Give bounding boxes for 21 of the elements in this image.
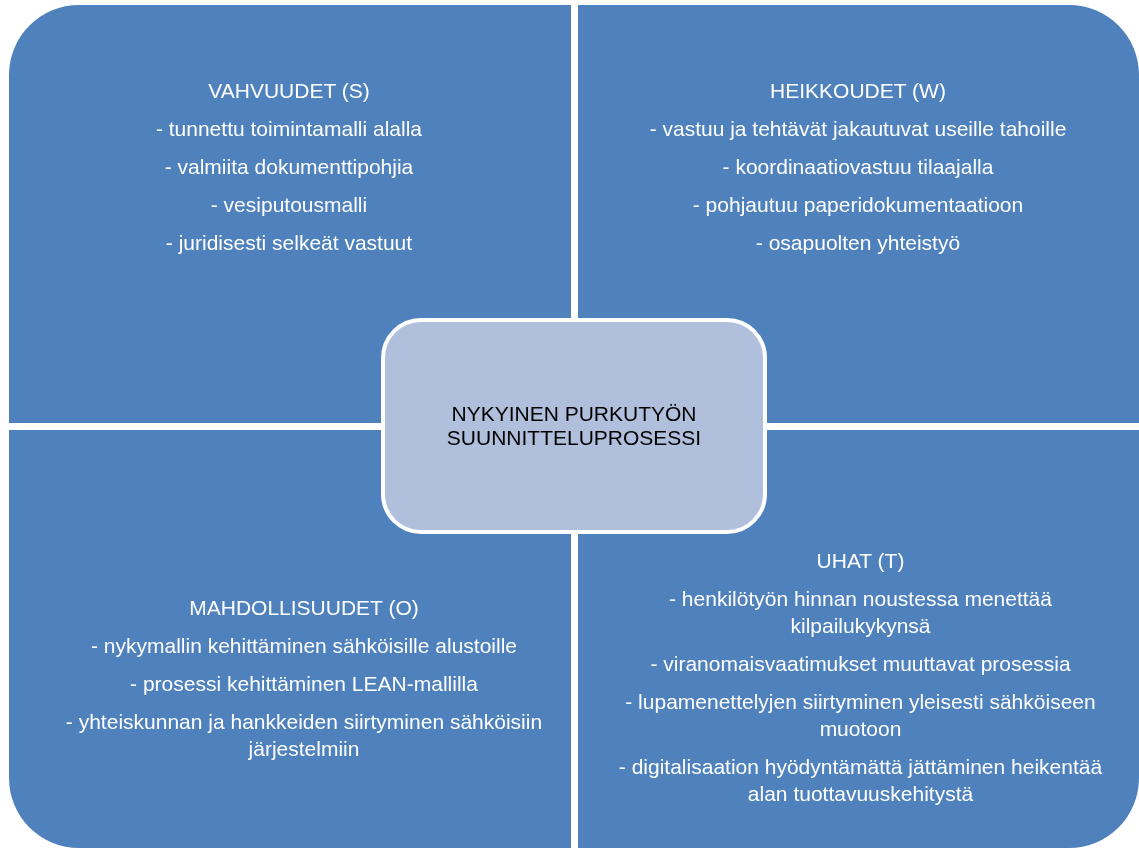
bullet-item: - henkilötyön hinnan noustessa menettää kilpailukykynsä: [668, 586, 1053, 639]
quadrant-heading: HEIKKOUDET (W): [769, 78, 947, 104]
quadrant-heading: MAHDOLLISUUDET (O): [188, 595, 420, 621]
bullet-item: - vesiputousmalli: [209, 192, 369, 218]
bullet-item: - koordinaatiovastuu tilaajalla: [721, 154, 995, 180]
bullet-item: - nykymallin kehittäminen sähköisille alustoille: [90, 633, 518, 659]
center-label: NYKYINEN PURKUTYÖN SUUNNITTELUPROSESSI: [445, 402, 703, 450]
bullet-item: - viranomaisvaatimukset muuttavat prosessia: [649, 651, 1072, 677]
bullet-item: - digitalisaation hyödyntämättä jättäminen heikentää alan tuottavuuskehitystä: [617, 754, 1104, 807]
center-box: [381, 318, 767, 534]
bullet-item: - vastuu ja tehtävät jakautuvat useille tahoille: [648, 116, 1068, 142]
bullet-item: - yhteiskunnan ja hankkeiden siirtyminen sähköisiin järjestelmiin: [64, 709, 544, 762]
bullet-item: - osapuolten yhteistyö: [754, 230, 962, 256]
quadrant-heading: VAHVUUDET (S): [207, 78, 371, 104]
bullet-item: - prosessi kehittäminen LEAN-mallilla: [129, 671, 479, 697]
quadrant-heading: UHAT (T): [815, 548, 906, 574]
bullet-item: - tunnettu toimintamalli alalla: [154, 116, 424, 142]
bullet-item: - pohjautuu paperidokumentaatioon: [691, 192, 1025, 218]
bullet-item: - lupamenettelyjen siirtyminen yleisesti sähköiseen muotoon: [624, 689, 1097, 742]
bullet-item: - valmiita dokumenttipohjia: [163, 154, 415, 180]
bullet-item: - juridisesti selkeät vastuut: [164, 230, 414, 256]
